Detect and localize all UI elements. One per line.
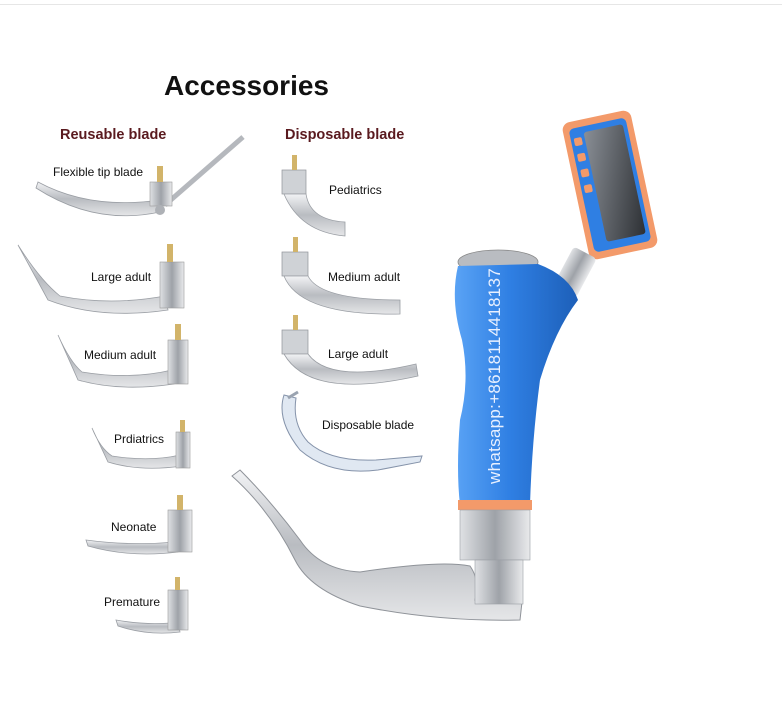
reusable-blade-heading: Reusable blade <box>60 127 167 143</box>
flexible-tip-blade-image <box>35 135 245 217</box>
pediatrics-reusable-label: Prdiatrics <box>114 432 165 446</box>
large-adult-reusable-label: Large adult <box>91 270 152 284</box>
large-adult-disposable-label: Large adult <box>328 347 389 361</box>
neonate-label: Neonate <box>111 520 157 534</box>
medium-adult-reusable-label: Medium adult <box>84 348 157 362</box>
pediatrics-disposable-label: Pediatrics <box>329 183 382 197</box>
page-title: Accessories <box>164 70 330 101</box>
disposable-blade-heading: Disposable blade <box>285 127 405 143</box>
top-divider <box>0 4 782 5</box>
pediatrics-disposable-blade-image <box>281 155 346 237</box>
premature-blade-image <box>115 577 189 634</box>
medium-adult-reusable-blade-image <box>57 324 189 388</box>
whatsapp-watermark: whatsapp:+8618114418137 <box>485 268 504 484</box>
video-laryngoscope-image <box>231 110 658 621</box>
medium-adult-disposable-label: Medium adult <box>328 270 401 284</box>
neonate-blade-image <box>85 495 193 555</box>
pediatrics-reusable-blade-image <box>91 420 191 469</box>
large-adult-disposable-blade-image <box>281 315 419 385</box>
disposable-blade-label: Disposable blade <box>322 418 415 432</box>
premature-label: Premature <box>104 595 161 609</box>
large-adult-reusable-blade-image <box>17 244 185 314</box>
medium-adult-disposable-blade-image <box>281 237 401 315</box>
disposable-blade-image <box>281 390 423 472</box>
flexible-tip-blade-label: Flexible tip blade <box>53 165 144 179</box>
